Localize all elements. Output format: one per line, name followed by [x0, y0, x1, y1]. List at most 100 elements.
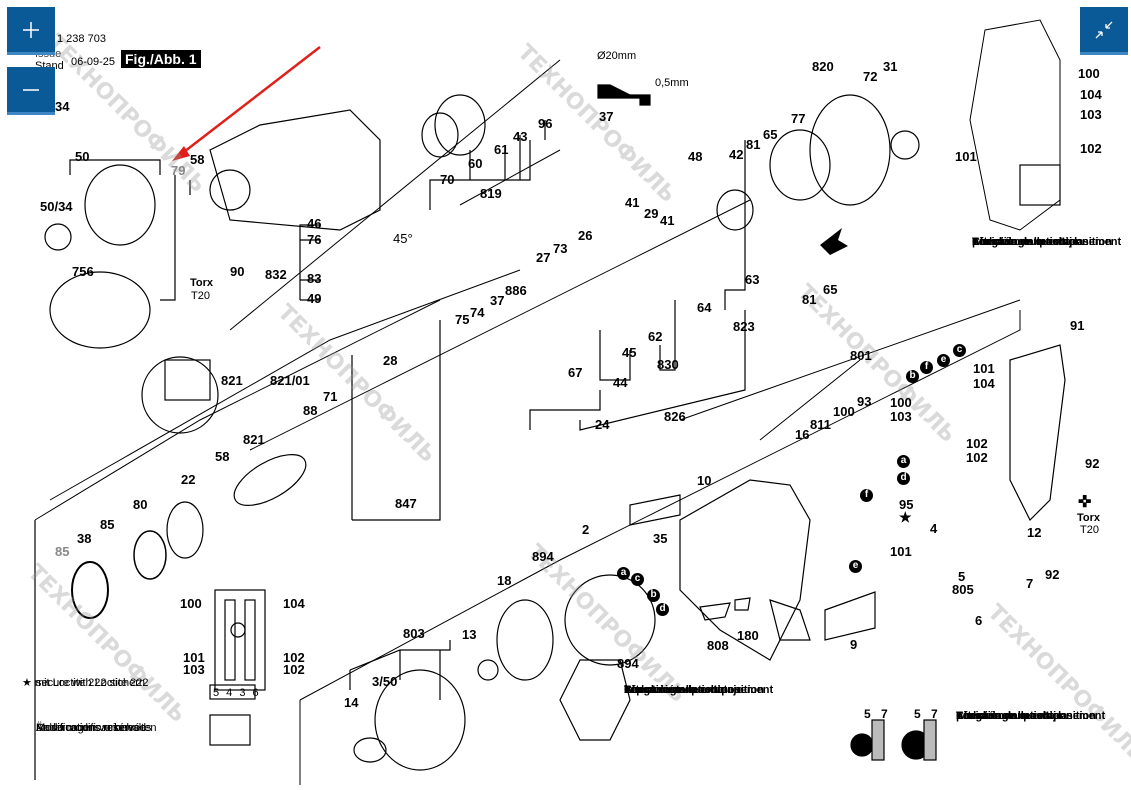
part-label[interactable]: 9 [850, 637, 858, 652]
part-label[interactable]: 101 [973, 361, 995, 376]
part-label[interactable]: 83 [307, 271, 322, 286]
part-label[interactable]: 60 [468, 156, 483, 171]
part-label[interactable]: 7 [881, 707, 888, 721]
part-label[interactable]: 894 [617, 656, 639, 671]
part-label[interactable]: 67 [568, 365, 583, 380]
part-label[interactable]: 26 [578, 228, 593, 243]
part-label[interactable]: 77 [791, 111, 806, 126]
part-label[interactable]: 2 [582, 522, 590, 537]
part-label[interactable]: 103 [1080, 107, 1102, 122]
part-label[interactable]: 22 [181, 472, 196, 487]
zoom-out-button[interactable] [7, 67, 55, 115]
part-label[interactable]: 70 [440, 172, 455, 187]
part-label[interactable]: 826 [664, 409, 686, 424]
part-label[interactable]: 805 [952, 582, 974, 597]
part-label[interactable]: 832 [265, 267, 287, 282]
part-label[interactable]: 42 [729, 147, 744, 162]
part-label[interactable]: 13 [462, 627, 477, 642]
part-label[interactable]: 102 [966, 436, 988, 451]
part-label[interactable]: 7 [1026, 576, 1034, 591]
part-label[interactable]: 61 [494, 142, 509, 157]
part-label[interactable]: 104 [1080, 87, 1102, 102]
part-label[interactable]: 847 [395, 496, 417, 511]
part-label[interactable]: 821 [243, 432, 265, 447]
part-label-highlighted[interactable]: 79 [171, 163, 186, 178]
part-label[interactable]: 85 [100, 517, 115, 532]
part-label[interactable]: 92 [1085, 456, 1100, 471]
part-label[interactable]: 37 [599, 109, 614, 124]
part-label[interactable]: 88 [303, 403, 318, 418]
part-label[interactable]: 81 [802, 292, 817, 307]
part-label[interactable]: 58 [215, 449, 230, 464]
part-label[interactable]: 73 [553, 241, 568, 256]
part-label[interactable]: 104 [973, 376, 995, 391]
part-label[interactable]: 91 [1070, 318, 1085, 333]
part-label[interactable]: 76 [307, 232, 322, 247]
part-label[interactable]: 43 [513, 129, 528, 144]
part-label[interactable]: 102 [1080, 141, 1102, 156]
part-label[interactable]: 64 [697, 300, 712, 315]
part-label[interactable]: 16 [795, 427, 810, 442]
part-label[interactable]: 180 [737, 628, 759, 643]
part-label[interactable]: 27 [536, 250, 551, 265]
part-label[interactable]: 24 [595, 417, 610, 432]
part-label[interactable]: 6 [975, 613, 983, 628]
part-label[interactable]: 58 [190, 152, 205, 167]
part-label[interactable]: 4 [930, 521, 938, 536]
part-label[interactable]: 63 [745, 272, 760, 287]
part-label[interactable]: 96 [538, 116, 553, 131]
part-label[interactable]: 821/01 [270, 373, 310, 388]
part-label[interactable]: 803 [403, 626, 425, 641]
part-label[interactable]: 10 [697, 473, 712, 488]
part-label[interactable]: 49 [307, 291, 322, 306]
part-label[interactable]: 50 [75, 149, 90, 164]
part-label[interactable]: 85 [55, 544, 70, 559]
part-label[interactable]: 823 [733, 319, 755, 334]
part-label[interactable]: 12 [1027, 525, 1042, 540]
part-label[interactable]: 80 [133, 497, 148, 512]
part-label[interactable]: 72 [863, 69, 878, 84]
part-label[interactable]: 28 [383, 353, 398, 368]
part-label[interactable]: 886 [505, 283, 527, 298]
exit-fullscreen-button[interactable] [1080, 7, 1128, 55]
part-label[interactable]: 5 [864, 707, 871, 721]
part-label[interactable]: 100 [1078, 66, 1100, 81]
part-label[interactable]: 92 [1045, 567, 1060, 582]
part-label[interactable]: 93 [857, 394, 872, 409]
part-label[interactable]: 808 [707, 638, 729, 653]
part-label[interactable]: 3/50 [372, 674, 398, 689]
part-label[interactable]: 34 [55, 99, 70, 114]
part-label[interactable]: 95 [899, 497, 914, 512]
part-label[interactable]: 90 [230, 264, 245, 279]
zoom-in-button[interactable] [7, 7, 55, 55]
part-label[interactable]: 819 [480, 186, 502, 201]
part-label[interactable]: 38 [77, 531, 92, 546]
part-label[interactable]: 81 [746, 137, 761, 152]
part-label[interactable]: 801 [850, 348, 872, 363]
part-label[interactable]: 29 [644, 206, 659, 221]
part-label[interactable]: 100 [890, 395, 912, 410]
part-label[interactable]: 46 [307, 216, 322, 231]
part-label[interactable]: 5 [958, 569, 966, 584]
part-label[interactable]: 5 [914, 707, 921, 721]
part-label[interactable]: 756 [72, 264, 94, 279]
part-label[interactable]: 65 [823, 282, 838, 297]
part-label[interactable]: 48 [688, 149, 703, 164]
part-label[interactable]: 71 [323, 389, 338, 404]
part-label[interactable]: 35 [653, 531, 668, 546]
part-label[interactable]: 103 [890, 409, 912, 424]
part-label[interactable]: 811 [810, 417, 831, 432]
part-label[interactable]: 101 [890, 544, 912, 559]
part-label[interactable]: 14 [344, 695, 359, 710]
part-label[interactable]: 44 [613, 375, 628, 390]
part-label[interactable]: 7 [931, 707, 938, 721]
part-label[interactable]: 820 [812, 59, 834, 74]
part-label[interactable]: 41 [660, 213, 675, 228]
part-label[interactable]: 45 [622, 345, 637, 360]
part-label[interactable]: 18 [497, 573, 512, 588]
part-label[interactable]: 830 [657, 357, 679, 372]
part-label[interactable]: 102 [966, 450, 988, 465]
part-label[interactable]: 74 [470, 305, 485, 320]
part-label[interactable]: 37 [490, 293, 505, 308]
